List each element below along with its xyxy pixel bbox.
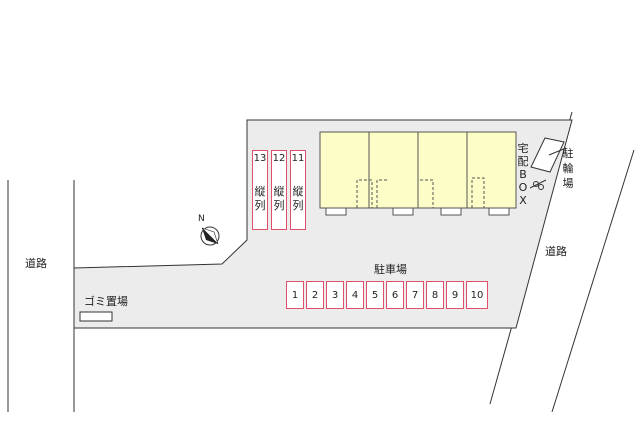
step-4 (488, 207, 510, 216)
delivery-box-symbol (529, 179, 547, 190)
parking-slot-number: 2 (311, 290, 319, 301)
parking-slot-6: 6 (386, 281, 404, 309)
parking-label: 駐車場 (374, 263, 407, 276)
tandem-slot-char: 列 (292, 199, 304, 212)
entry-path-1 (356, 179, 373, 208)
tandem-slot-label: 縦 列 (253, 185, 267, 213)
step-3 (440, 207, 462, 216)
bicycle-parking-char-2: 輪 (562, 162, 574, 175)
tandem-slot-label: 縦 列 (291, 185, 305, 213)
building-unit-3 (417, 131, 468, 209)
tandem-slot-number: 13 (253, 153, 267, 164)
delivery-box-char-4: O (518, 181, 528, 194)
road-label-left: 道路 (25, 257, 47, 270)
tandem-slot-label: 縦 列 (272, 185, 286, 213)
building-unit-4 (466, 131, 517, 209)
parking-slot-number: 4 (351, 290, 359, 301)
bicycle-parking-char-1: 駐 (562, 147, 574, 160)
building-unit-2 (368, 131, 419, 209)
parking-slot-5: 5 (366, 281, 384, 309)
entry-path-2 (376, 179, 387, 208)
tandem-slot-char: 縦 (292, 185, 304, 198)
tandem-slot-char: 縦 (254, 185, 266, 198)
parking-slot-4: 4 (346, 281, 364, 309)
bicycle-parking-area (530, 137, 565, 173)
delivery-box-char-1: 宅 (517, 142, 529, 155)
tandem-slot-13: 13 縦 列 (252, 150, 268, 230)
parking-slot-9: 9 (446, 281, 464, 309)
step-2 (392, 207, 414, 216)
tandem-slot-12: 12 縦 列 (271, 150, 287, 230)
tandem-slot-number: 11 (291, 153, 305, 164)
parking-slot-number: 8 (431, 290, 439, 301)
building-units (319, 131, 517, 216)
bicycle-parking-label: 駐 輪 場 (561, 146, 575, 191)
tandem-slot-number: 12 (272, 153, 286, 164)
step-1 (325, 207, 347, 216)
bicycle-parking-char-3: 場 (562, 177, 574, 190)
entry-path-4 (471, 177, 485, 208)
delivery-box-char-5: X (519, 194, 527, 207)
tandem-slot-char: 縦 (273, 185, 285, 198)
parking-slot-number: 10 (470, 290, 484, 301)
road-line-right-outer (551, 149, 635, 413)
delivery-box-label: 宅 配 B O X (516, 142, 530, 207)
parking-slot-number: 3 (331, 290, 339, 301)
parking-slot-1: 1 (286, 281, 304, 309)
parking-slot-number: 9 (451, 290, 459, 301)
north-arrow-icon (200, 226, 220, 246)
delivery-box-char-3: B (519, 168, 527, 181)
parking-slot-8: 8 (426, 281, 444, 309)
tandem-slot-11: 11 縦 列 (290, 150, 306, 230)
north-label: N (198, 214, 205, 224)
trash-area-box (79, 311, 113, 322)
parking-slot-2: 2 (306, 281, 324, 309)
parking-slot-number: 5 (371, 290, 379, 301)
parking-slot-number: 7 (411, 290, 419, 301)
entry-path-3 (420, 179, 434, 208)
tandem-slot-char: 列 (273, 199, 285, 212)
parking-slot-10: 10 (466, 281, 488, 309)
road-label-right: 道路 (545, 245, 567, 258)
delivery-box-char-2: 配 (517, 155, 529, 168)
bicycle-leader-line (548, 147, 567, 156)
parking-slot-3: 3 (326, 281, 344, 309)
parking-slot-number: 1 (291, 290, 299, 301)
tandem-slot-char: 列 (254, 199, 266, 212)
parking-slot-7: 7 (406, 281, 424, 309)
parking-slot-number: 6 (391, 290, 399, 301)
building-unit-1 (319, 131, 370, 209)
trash-label: ゴミ置場 (84, 295, 128, 308)
